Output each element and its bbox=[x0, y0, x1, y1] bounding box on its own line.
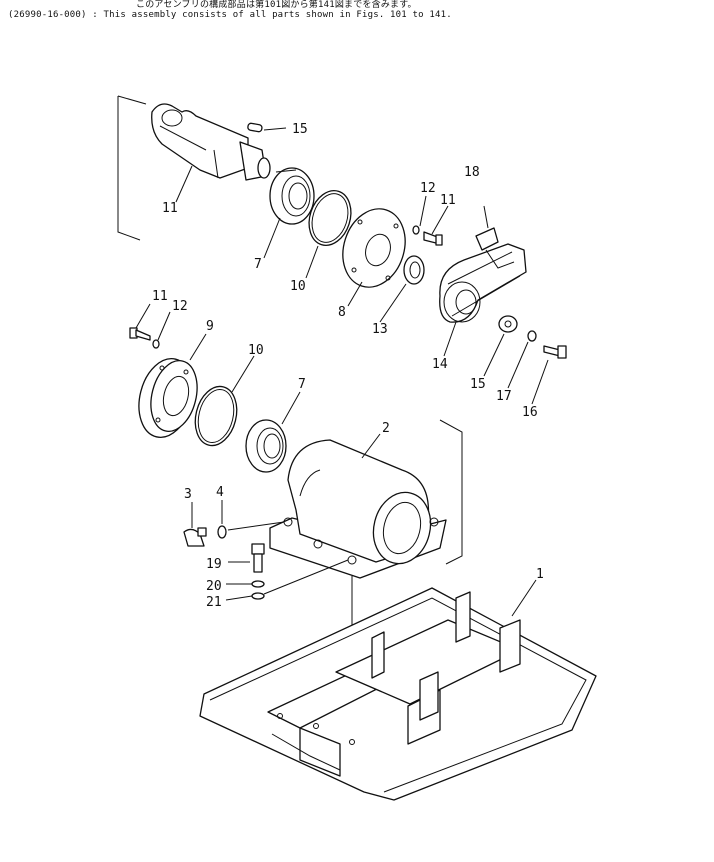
header-english-note: (26990-16-000) : This assembly consists … bbox=[8, 10, 452, 20]
callout-2: 2 bbox=[382, 421, 390, 436]
callout-10-upper: 10 bbox=[290, 279, 306, 294]
callout-9: 9 bbox=[206, 319, 214, 334]
part-2-housing bbox=[269, 439, 447, 579]
callout-7-upper: 7 bbox=[254, 257, 262, 272]
part-7-bearing-upper bbox=[269, 167, 315, 225]
callout-17: 17 bbox=[496, 389, 512, 404]
callout-19: 19 bbox=[206, 557, 222, 572]
callout-21: 21 bbox=[206, 595, 222, 610]
callout-11-upper: 11 bbox=[440, 193, 456, 208]
part-4-washer bbox=[217, 521, 285, 539]
part-16-bolt bbox=[543, 345, 567, 359]
header-japanese-note: このアセンブリの構成部品は第101図から第141図までを含みます。 bbox=[136, 0, 417, 10]
part-17-spring-washer bbox=[527, 330, 537, 342]
callout-labels: 11 15 7 10 8 13 12 11 18 14 15 17 16 11 … bbox=[152, 122, 544, 610]
callout-4: 4 bbox=[216, 485, 224, 500]
callout-14: 14 bbox=[432, 357, 448, 372]
callout-5: 11 bbox=[162, 201, 178, 216]
part-6-key bbox=[247, 122, 287, 133]
part-8-cover-plate bbox=[342, 208, 406, 288]
part-9-cover-plate bbox=[138, 358, 198, 438]
part-10-o-ring-lower bbox=[194, 385, 238, 447]
callout-12-upper: 12 bbox=[420, 181, 436, 196]
part-13-oil-seal bbox=[403, 255, 425, 285]
part-11-12-bolt-lower bbox=[129, 327, 160, 349]
part-1-base-plate bbox=[199, 587, 597, 801]
part-20-spring-washer bbox=[251, 580, 265, 588]
callout-18: 18 bbox=[464, 165, 480, 180]
part-15-washer bbox=[498, 315, 518, 333]
callout-8: 8 bbox=[338, 305, 346, 320]
part-3-plug bbox=[183, 527, 207, 547]
callout-11-lower: 11 bbox=[152, 289, 168, 304]
callout-7-lower: 7 bbox=[298, 377, 306, 392]
callout-16: 16 bbox=[522, 405, 538, 420]
callout-6: 15 bbox=[292, 122, 308, 137]
callout-3: 3 bbox=[184, 487, 192, 502]
callout-15: 15 bbox=[470, 377, 486, 392]
group-bracket-left bbox=[117, 95, 147, 241]
part-11-12-bolt-upper bbox=[412, 225, 443, 246]
part-5-eccentric-shaft bbox=[151, 103, 271, 181]
part-18-tab bbox=[475, 205, 499, 251]
part-14-pulley bbox=[439, 243, 527, 323]
callout-10-lower: 10 bbox=[248, 343, 264, 358]
callout-13: 13 bbox=[372, 322, 388, 337]
part-21-washer bbox=[251, 559, 349, 600]
callout-12-lower: 12 bbox=[172, 299, 188, 314]
leader-lines bbox=[135, 165, 549, 617]
part-10-o-ring-upper bbox=[308, 190, 352, 246]
group-bracket-right bbox=[439, 419, 463, 565]
part-19-bolt bbox=[251, 543, 265, 573]
callout-20: 20 bbox=[206, 579, 222, 594]
part-7-bearing-lower bbox=[245, 419, 287, 473]
callout-1: 1 bbox=[536, 567, 544, 582]
